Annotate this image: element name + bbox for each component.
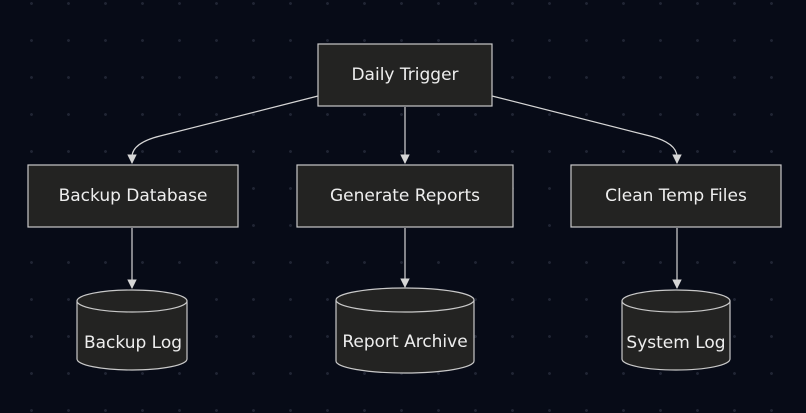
node-generate-reports-label: Generate Reports — [330, 186, 480, 206]
node-backup-database-label: Backup Database — [59, 186, 208, 206]
node-backup-database: Backup Database — [27, 164, 239, 228]
edge-trigger-to-clean-temp-files — [491, 95, 682, 164]
store-backup-log: Backup Log — [76, 289, 188, 371]
store-system-log: System Log — [621, 289, 731, 371]
node-generate-reports: Generate Reports — [296, 164, 514, 228]
node-clean-temp-files-label: Clean Temp Files — [605, 186, 747, 206]
store-system-log-label: System Log — [626, 333, 725, 353]
store-report-archive-label: Report Archive — [342, 332, 467, 352]
store-backup-log-label: Backup Log — [84, 333, 182, 353]
store-report-archive: Report Archive — [335, 287, 475, 374]
node-daily-trigger-label: Daily Trigger — [351, 65, 458, 85]
edge-trigger-to-backup-database — [127, 95, 319, 164]
node-clean-temp-files: Clean Temp Files — [570, 164, 782, 228]
node-daily-trigger: Daily Trigger — [317, 43, 493, 107]
